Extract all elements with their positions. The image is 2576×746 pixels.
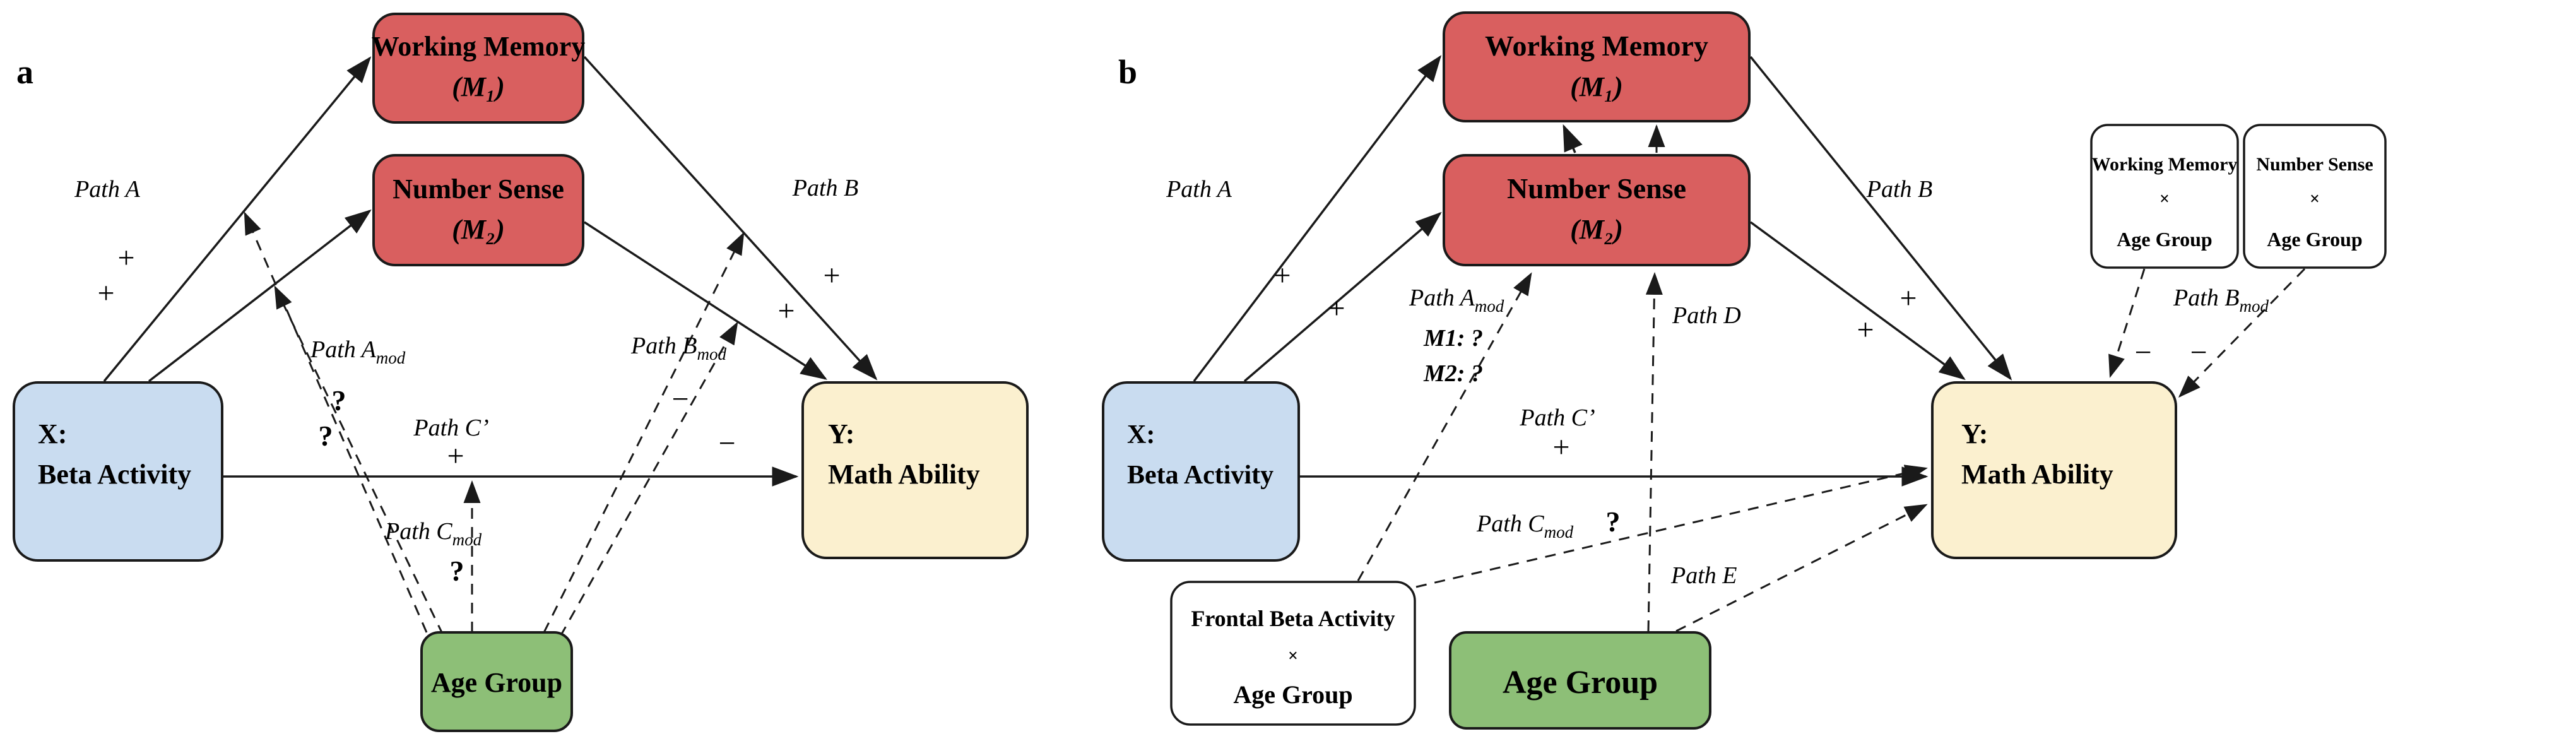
panel-b: b X: Beta Activity Working Memory (M₁) N… [1102, 11, 2387, 730]
box-a-working-memory-line1: Working Memory [372, 31, 586, 62]
box-b-number-sense [1443, 154, 1751, 266]
box-b-ns-x-age-line1: Number Sense [2256, 154, 2373, 175]
box-b-frontal-x-age-line1: Frontal Beta Activity [1191, 606, 1395, 631]
box-a-beta-activity-line2: Beta Activity [38, 459, 191, 490]
label-b-plus-path-a1: + [1273, 259, 1291, 292]
box-b-ns-x-age [2243, 124, 2387, 269]
label-b-path-cmod: Path Cmod [1476, 511, 1574, 542]
label-a-path-bmod: Path Bmod [630, 333, 726, 364]
label-b-plus-path-a2: + [1328, 292, 1345, 325]
label-a-plus-path-a2: + [97, 276, 114, 310]
box-a-math-ability-line2: Math Ability [828, 459, 980, 490]
panel-a: a X: Beta Activity Working Memory (M₁) N… [13, 13, 1029, 732]
label-b-path-c: Path C’ [1519, 405, 1595, 431]
box-a-beta-activity-line1: X: [38, 418, 67, 449]
label-a-plus-path-a1: + [117, 241, 134, 275]
label-b-plus-path-b2: + [1857, 313, 1874, 346]
box-b-math-ability-line2: Math Ability [1961, 459, 2113, 490]
label-b-path-a: Path A [1166, 176, 1232, 203]
box-b-wm-x-age-line2: × [2159, 189, 2170, 209]
dashed-a-age-to-path-b1 [543, 232, 745, 633]
dashed-b-age-to-ns [1645, 272, 1663, 632]
label-b-minus-bmod-2: − [2190, 336, 2207, 369]
arrow-a-ns-to-y [584, 221, 827, 380]
box-b-number-sense-line2: (M₂) [1570, 214, 1623, 245]
arrow-b-ns-to-wm [1563, 124, 1583, 153]
label-a-q-amod-2: ? [319, 420, 333, 452]
dashed-b-frontalint-to-y [1415, 465, 1928, 588]
label-a-path-amod: Path Amod [310, 336, 406, 367]
label-b-minus-bmod-1: − [2134, 336, 2151, 369]
label-a-plus-path-c: + [447, 439, 464, 473]
box-b-wm-x-age-line3: Age Group [2117, 228, 2212, 251]
box-a-working-memory-line2: (M₁) [452, 71, 505, 102]
label-a-minus-bmod-1: − [671, 382, 688, 416]
box-a-working-memory [372, 13, 584, 124]
box-a-math-ability [801, 381, 1029, 559]
label-b-m1-question: M1: ? [1423, 325, 1483, 352]
label-a-minus-bmod-2: − [718, 427, 735, 460]
dashed-b-frontalint-to-ns [1357, 272, 1532, 581]
label-a-q-amod-1: ? [332, 384, 346, 417]
box-a-number-sense [372, 154, 584, 266]
label-a-q-cmod: ? [450, 555, 464, 587]
arrow-b-x-to-ns [1243, 211, 1442, 382]
box-b-wm-x-age [2090, 124, 2239, 269]
label-b-path-b: Path B [1866, 176, 1932, 203]
box-b-frontal-x-age [1170, 581, 1416, 726]
box-a-age-group [420, 631, 573, 732]
box-b-ns-x-age-line2: × [2310, 189, 2320, 209]
label-b-path-d: Path D [1672, 302, 1741, 329]
box-b-beta-activity [1102, 381, 1300, 562]
label-b-q-cmod: ? [1606, 506, 1621, 538]
box-b-working-memory-line2: (M₁) [1570, 71, 1623, 102]
arrow-a-x-to-wm [103, 56, 372, 382]
box-b-working-memory-line1: Working Memory [1485, 30, 1708, 62]
box-a-math-ability-line1: Y: [828, 418, 854, 449]
dashed-a-age-to-path-b2 [559, 321, 738, 637]
label-b-plus-path-c: + [1552, 430, 1569, 464]
label-a-plus-path-b1: + [823, 259, 840, 292]
arrow-a-x-to-ns [148, 209, 372, 382]
box-b-frontal-x-age-line3: Age Group [1233, 680, 1352, 709]
box-b-age-group-label: Age Group [1503, 665, 1658, 701]
box-b-ns-x-age-line3: Age Group [2267, 228, 2362, 251]
arrow-a-wm-to-y [583, 56, 878, 381]
label-b-path-e: Path E [1670, 562, 1737, 589]
box-b-frontal-x-age-line2: × [1288, 646, 1298, 666]
box-a-beta-activity [13, 381, 223, 562]
panel-a-letter: a [16, 53, 33, 91]
box-a-number-sense-line2: (M₂) [452, 214, 505, 245]
box-b-number-sense-line1: Number Sense [1507, 172, 1686, 204]
box-b-wm-x-age-line1: Working Memory [2092, 154, 2238, 175]
box-b-working-memory [1443, 11, 1751, 122]
label-a-path-b: Path B [792, 175, 858, 201]
box-a-number-sense-line1: Number Sense [393, 174, 564, 204]
label-b-plus-path-b1: + [1900, 281, 1917, 315]
dashed-a-age-to-path-a1 [244, 211, 428, 633]
box-b-math-ability-line1: Y: [1961, 418, 1988, 449]
label-b-path-bmod: Path Bmod [2173, 285, 2269, 316]
label-b-m2-question: M2: ? [1423, 360, 1483, 387]
arrow-b-x-to-wm [1193, 55, 1442, 382]
box-b-math-ability [1931, 381, 2177, 559]
box-b-beta-activity-line2: Beta Activity [1127, 461, 1273, 490]
arrow-b-ns-to-y [1749, 221, 1966, 381]
panel-b-letter: b [1118, 53, 1137, 91]
label-a-path-cmod: Path Cmod [384, 518, 482, 549]
box-b-age-group [1449, 631, 1711, 730]
dashed-b-age-to-y [1675, 504, 1928, 632]
arrow-b-wm-to-y [1749, 56, 2012, 381]
label-b-path-amod: Path Amod [1409, 285, 1504, 316]
box-a-age-group-label: Age Group [431, 667, 562, 698]
dashed-a-age-to-path-a2 [274, 285, 444, 636]
label-a-path-a: Path A [74, 176, 141, 203]
label-a-plus-path-b2: + [777, 294, 795, 328]
label-a-path-c: Path C’ [413, 415, 488, 441]
box-b-beta-activity-line1: X: [1127, 420, 1155, 449]
